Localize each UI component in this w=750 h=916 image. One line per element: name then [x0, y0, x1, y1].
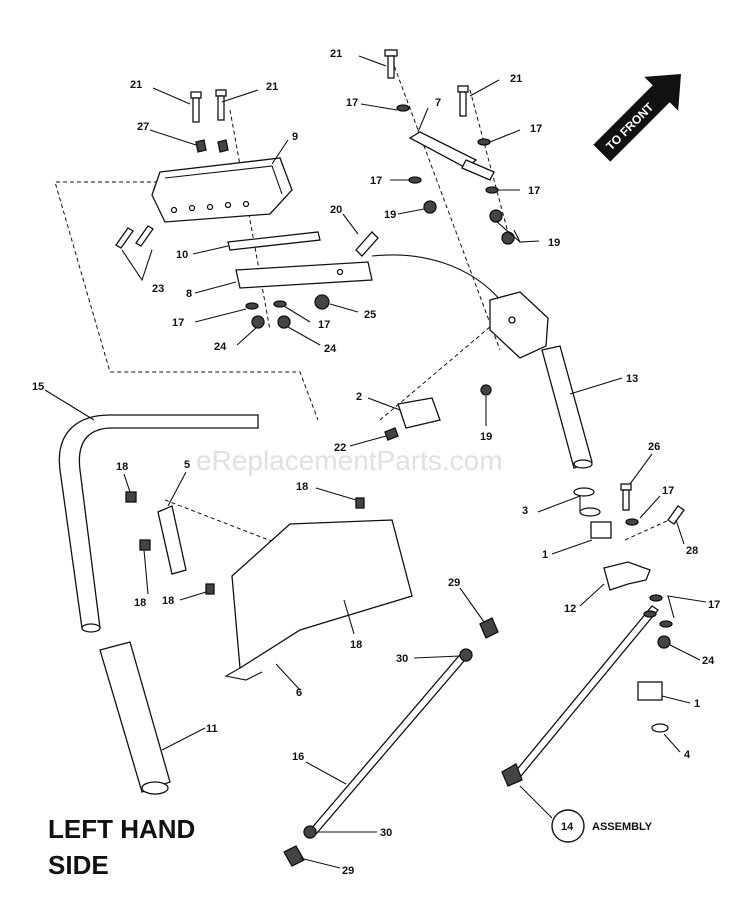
callout-21: 21 — [510, 73, 522, 85]
handle-15 — [58, 414, 259, 633]
callout-17: 17 — [318, 319, 330, 331]
callout-23: 23 — [152, 283, 164, 295]
callout-16: 16 — [292, 751, 304, 763]
callout-5: 5 — [184, 459, 190, 471]
callout-7: 7 — [435, 97, 441, 109]
callout-11: 11 — [206, 723, 218, 735]
callout-29: 29 — [342, 865, 354, 877]
callout-17: 17 — [346, 97, 358, 109]
shock-7 — [384, 49, 495, 214]
callout-19: 19 — [384, 209, 396, 221]
channel-8 — [235, 261, 373, 289]
callout-17: 17 — [708, 599, 720, 611]
callout-17: 17 — [530, 123, 542, 135]
bushings-right — [573, 487, 651, 591]
callout-24: 24 — [214, 341, 227, 353]
callout-17: 17 — [370, 175, 382, 187]
bracket-5 — [125, 491, 187, 575]
callout-21: 21 — [266, 81, 278, 93]
callout-8: 8 — [186, 288, 192, 300]
callout-4: 4 — [684, 749, 691, 761]
callout-22: 22 — [334, 442, 346, 454]
callout-17: 17 — [172, 317, 184, 329]
callout-21: 21 — [330, 48, 342, 60]
callout-18: 18 — [162, 595, 174, 607]
callout-20: 20 — [330, 204, 342, 216]
callout-30: 30 — [380, 827, 392, 839]
callout-25: 25 — [364, 309, 376, 321]
callout-15: 15 — [32, 381, 44, 393]
clamp-2 — [384, 397, 441, 441]
bolt-20 — [355, 231, 379, 257]
callout-28: 28 — [686, 545, 698, 557]
assembly-number: 14 — [561, 821, 574, 833]
title-line-2: SIDE — [48, 850, 109, 880]
grip-11 — [99, 641, 171, 795]
hardware-right-column — [457, 85, 515, 245]
bracket-9 — [151, 157, 293, 223]
callout-27: 27 — [137, 121, 149, 133]
leader-lines — [44, 55, 707, 869]
callout-13: 13 — [626, 373, 638, 385]
callout-17: 17 — [662, 485, 674, 497]
callout-24: 24 — [324, 343, 337, 355]
callout-6: 6 — [296, 687, 302, 699]
rod-14 — [501, 594, 673, 787]
callout-26: 26 — [648, 441, 660, 453]
assembly-label: ASSEMBLY — [592, 821, 653, 833]
callout-3: 3 — [522, 505, 528, 517]
bolts-26-28 — [620, 483, 685, 526]
callout-1: 1 — [542, 549, 548, 561]
alignment-lines — [54, 59, 681, 553]
title-line-1: LEFT HAND — [48, 814, 195, 844]
callout-21: 21 — [130, 79, 142, 91]
rod-16 — [283, 617, 499, 867]
assembly-reference: 14 ASSEMBLY — [551, 809, 653, 843]
callouts: 21 21 21 21 17 17 17 17 7 27 9 19 19 20 … — [32, 48, 720, 877]
nut-25 — [314, 294, 330, 310]
bolts-21-left — [190, 89, 229, 153]
cable — [371, 254, 509, 311]
callout-19: 19 — [548, 237, 560, 249]
post-13 — [480, 291, 593, 469]
callout-12: 12 — [564, 603, 576, 615]
bolts-23 — [115, 225, 154, 249]
to-front-arrow: TO FRONT — [593, 73, 682, 162]
to-front-label: TO FRONT — [603, 100, 657, 154]
callout-1: 1 — [694, 698, 700, 710]
panel-6 — [205, 497, 413, 681]
callout-17: 17 — [528, 185, 540, 197]
callout-18: 18 — [350, 639, 362, 651]
hardware-17-24 — [245, 300, 291, 329]
callout-2: 2 — [356, 391, 362, 403]
callout-18: 18 — [296, 481, 308, 493]
callout-10: 10 — [176, 249, 188, 261]
callout-24: 24 — [702, 655, 715, 667]
strap-10 — [227, 231, 321, 251]
watermark: eReplacementParts.com — [196, 445, 503, 476]
callout-9: 9 — [292, 131, 298, 143]
callout-29: 29 — [448, 577, 460, 589]
callout-18: 18 — [134, 597, 146, 609]
callout-30: 30 — [396, 653, 408, 665]
callout-19: 19 — [480, 431, 492, 443]
callout-18: 18 — [116, 461, 128, 473]
